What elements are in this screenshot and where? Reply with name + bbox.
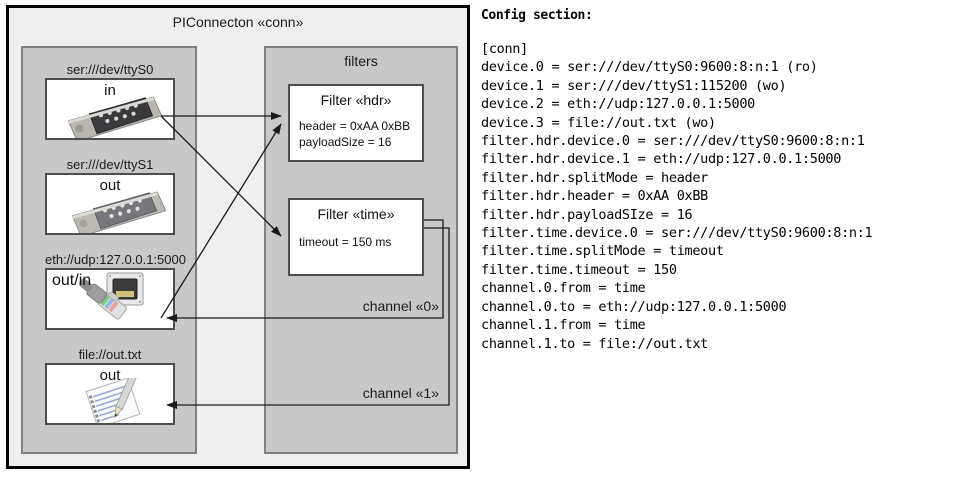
device-label: eth://udp:127.0.0.1:5000 (45, 252, 186, 267)
config-line: channel.1.to = file://out.txt (481, 335, 709, 352)
config-line: filter.hdr.payloadSIze = 16 (481, 206, 693, 223)
filter-prop: timeout = 150 ms (299, 235, 392, 249)
channel-0-label: channel «0» (362, 298, 439, 314)
channel-1-label: channel «1» (362, 385, 439, 401)
device-cell-ttys0: ser:///dev/ttyS0 in (45, 61, 175, 140)
text-file-icon (85, 378, 141, 423)
device-direction: out/in (52, 272, 92, 289)
config-panel: Config section: [conn] device.0 = ser:///… (481, 8, 961, 353)
device-label: ser:///dev/ttyS1 (66, 157, 154, 172)
config-line: device.1 = ser:///dev/ttyS1:115200 (wo) (481, 77, 787, 94)
config-line: device.0 = ser:///dev/ttyS0:9600:8:n:1 (… (481, 59, 818, 76)
config-line: device.2 = eth://udp:127.0.0.1:5000 (481, 96, 755, 113)
device-cell-eth: eth://udp:127.0.0.1:5000 out/in (45, 251, 186, 330)
filter-title: Filter «time» (317, 206, 395, 222)
config-text: [conn] device.0 = ser:///dev/ttyS0:9600:8… (481, 40, 961, 353)
filter-time-box[interactable]: Filter «time» timeout = 150 ms (288, 198, 424, 276)
filter-title: Filter «hdr» (320, 92, 392, 108)
connector-diagram: PIConnecton «conn» ser:///dev/ttyS0 in (6, 5, 470, 469)
serial-port-icon (67, 96, 163, 138)
config-line: filter.hdr.device.1 = eth://udp:127.0.0.… (481, 151, 842, 168)
config-line: device.3 = file://out.txt (wo) (481, 114, 716, 131)
config-heading: Config section: (481, 8, 593, 23)
device-label: ser:///dev/ttyS0 (66, 62, 154, 77)
device-direction: out (99, 177, 121, 194)
config-line: channel.0.to = eth://udp:127.0.0.1:5000 (481, 298, 787, 315)
filter-hdr-box[interactable]: Filter «hdr» header = 0xAA 0xBB payloadS… (288, 84, 424, 162)
filter-prop: payloadSize = 16 (299, 135, 392, 149)
config-line: filter.time.splitMode = timeout (481, 243, 724, 260)
config-line: [conn] (481, 41, 528, 57)
device-cell-ttys1: ser:///dev/ttyS1 out (45, 156, 175, 235)
config-line: filter.hdr.device.0 = ser:///dev/ttyS0:9… (481, 133, 865, 150)
config-line: filter.time.timeout = 150 (481, 261, 677, 278)
device-box[interactable]: out (45, 173, 175, 235)
device-box[interactable]: out (45, 363, 175, 425)
filter-prop: header = 0xAA 0xBB (299, 119, 411, 133)
device-direction: in (104, 82, 116, 99)
device-cell-file: file://out.txt out (45, 346, 175, 425)
config-line: filter.hdr.header = 0xAA 0xBB (481, 188, 709, 205)
config-line: filter.hdr.splitMode = header (481, 169, 709, 186)
config-line: filter.time.device.0 = ser:///dev/ttyS0:… (481, 225, 873, 242)
page-title: PIConnecton «conn» (172, 14, 304, 30)
device-direction: out (99, 367, 121, 384)
ethernet-port-icon (79, 272, 144, 320)
device-label: file://out.txt (78, 347, 142, 362)
device-box[interactable]: in (45, 78, 175, 140)
filters-group-title: filters (344, 53, 378, 69)
devices-group: ser:///dev/ttyS0 in (21, 46, 197, 454)
serial-port-icon (71, 191, 167, 233)
config-line: channel.0.from = time (481, 280, 646, 297)
device-box[interactable]: out/in (45, 268, 175, 330)
config-line: channel.1.from = time (481, 317, 646, 334)
